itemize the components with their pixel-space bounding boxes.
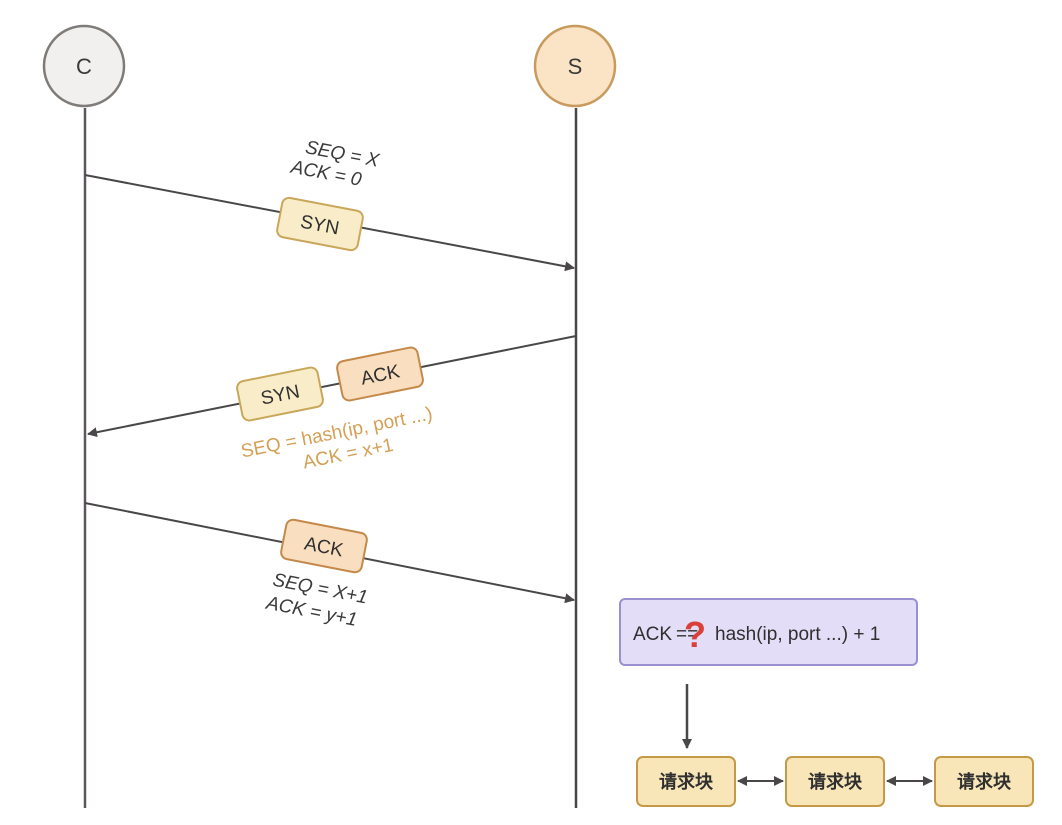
syn-ack-ack-packet: ACK (336, 346, 424, 402)
server-label: S (568, 54, 583, 79)
check-operator: == (676, 624, 698, 645)
client-circle (42, 24, 126, 108)
check-right-operand: hash(ip, port ...) + 1 (715, 624, 880, 645)
syn-ack-syn-packet: SYN (236, 366, 324, 422)
message-ack: ACK SEQ = X+1 ACK = y+1 (84, 502, 575, 631)
client-label: C (76, 54, 92, 79)
client-node: C (42, 24, 126, 108)
message-syn-ack: SYN ACK SEQ = hash(ip, port ...) ACK = x… (87, 335, 577, 474)
request-block-3-label: 请求块 (957, 771, 1012, 793)
request-block-1-label: 请求块 (659, 771, 714, 793)
message-syn: SEQ = X ACK = 0 SYN (84, 137, 575, 272)
request-block-3: 请求块 (934, 756, 1034, 807)
server-circle (533, 24, 617, 108)
server-node: S (533, 24, 617, 108)
ack-check-box: ACK == ? hash(ip, port ...) + 1 (619, 598, 918, 666)
question-mark-icon: ? (684, 614, 706, 655)
request-block-1: 请求块 (636, 756, 736, 807)
syn-ack-arrow (87, 335, 577, 438)
ack-packet: ACK (280, 518, 368, 574)
block-link-1-2 (737, 776, 784, 786)
check-left-operand: ACK (633, 624, 672, 645)
syn-packet: SYN (276, 196, 364, 252)
request-block-2-label: 请求块 (808, 771, 863, 793)
block-link-2-3 (886, 776, 933, 786)
request-block-2: 请求块 (785, 756, 885, 807)
